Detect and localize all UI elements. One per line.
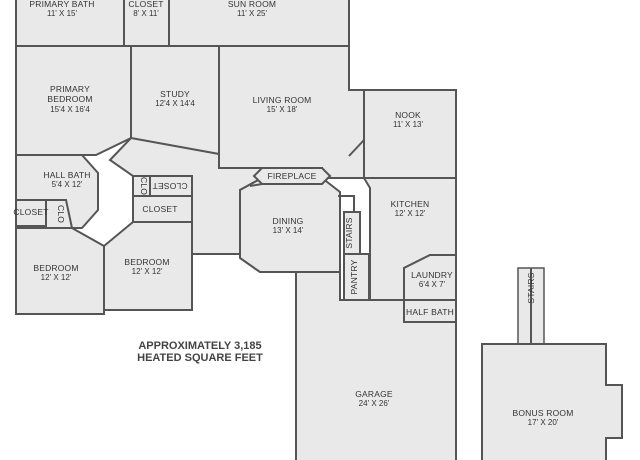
- closet-mid-label: CLOSET: [142, 204, 177, 214]
- closet-upper-label: CLOSET: [152, 181, 187, 191]
- sun-room-label: SUN ROOM: [228, 0, 276, 9]
- primary-bath-room: [15, 0, 125, 47]
- fireplace-area: [252, 167, 332, 185]
- primary-bedroom-area: [15, 45, 132, 156]
- sun-room-size: 11' X 25': [237, 9, 268, 18]
- square-feet-note-line2: HEATED SQUARE FEET: [137, 352, 263, 364]
- bedroom-mid-area: [103, 221, 193, 311]
- living-wall-jog: [348, 139, 365, 157]
- primary-bedroom-label-1: PRIMARY: [50, 84, 90, 94]
- primary-bedroom-label-2: BEDROOM: [47, 94, 92, 104]
- closet-left-room: [15, 199, 47, 227]
- sun-room-area: [168, 0, 350, 47]
- hall-bath-label: HALL BATH: [43, 170, 90, 180]
- bonus-room-size: 17' X 20': [528, 418, 559, 427]
- closet-left-label: CLOSET: [13, 207, 48, 217]
- closet-top-label: CLOSET: [128, 0, 163, 9]
- bedroom-mid-label: BEDROOM: [124, 257, 169, 267]
- hall-bath-size: 5'4 X 12': [52, 180, 83, 189]
- garage-label: GARAGE: [355, 389, 393, 399]
- living-room-label: LIVING ROOM: [253, 95, 312, 105]
- kitchen-label: KITCHEN: [391, 199, 430, 209]
- half-bath-label: HALF BATH: [406, 307, 454, 317]
- square-feet-note-line1: APPROXIMATELY 3,185: [138, 340, 261, 352]
- bonus-room-label: BONUS ROOM: [512, 408, 573, 418]
- bedroom-left-label: BEDROOM: [33, 263, 78, 273]
- closet-top-room: [123, 0, 170, 47]
- laundry-room: [403, 254, 457, 301]
- garage-size: 24' X 26': [359, 399, 390, 408]
- living-room-size: 15' X 18': [267, 105, 298, 114]
- clo-upper-label: CLO: [139, 177, 149, 195]
- bonus-room-area: [481, 343, 623, 460]
- kitchen-size: 12' X 12': [395, 209, 426, 218]
- primary-bath-size: 11' X 15': [47, 9, 78, 18]
- bedroom-mid-size: 12' X 12': [132, 267, 163, 276]
- primary-bath-label: PRIMARY BATH: [29, 0, 94, 9]
- study-size: 12'4 X 14'4: [155, 99, 195, 108]
- clo-small-label: CLO: [56, 205, 66, 223]
- closet-top-size: 8' X 11': [133, 9, 159, 18]
- primary-bedroom-size: 15'4 X 16'4: [50, 105, 90, 114]
- stairs-bonus-label: STAIRS: [526, 272, 536, 303]
- stairs-main-label: STAIRS: [344, 217, 354, 248]
- stairs-main-area: [343, 211, 361, 255]
- dining-wall-curve: [249, 183, 263, 187]
- closet-mid-room: [132, 195, 193, 223]
- laundry-size: 6'4 X 7': [419, 280, 446, 289]
- kitchen-island-wall: [338, 195, 355, 212]
- dining-label: DINING: [273, 216, 304, 226]
- bedroom-left-size: 12' X 12': [41, 273, 72, 282]
- laundry-label: LAUNDRY: [411, 270, 453, 280]
- fireplace-label: FIREPLACE: [267, 171, 316, 181]
- nook-label: NOOK: [395, 110, 421, 120]
- garage-area: [295, 271, 457, 460]
- pantry-label: PANTRY: [349, 259, 359, 294]
- nook-area: [363, 89, 457, 179]
- study-label: STUDY: [160, 89, 190, 99]
- dining-size: 13' X 14': [273, 226, 304, 235]
- nook-size: 11' X 13': [393, 120, 424, 129]
